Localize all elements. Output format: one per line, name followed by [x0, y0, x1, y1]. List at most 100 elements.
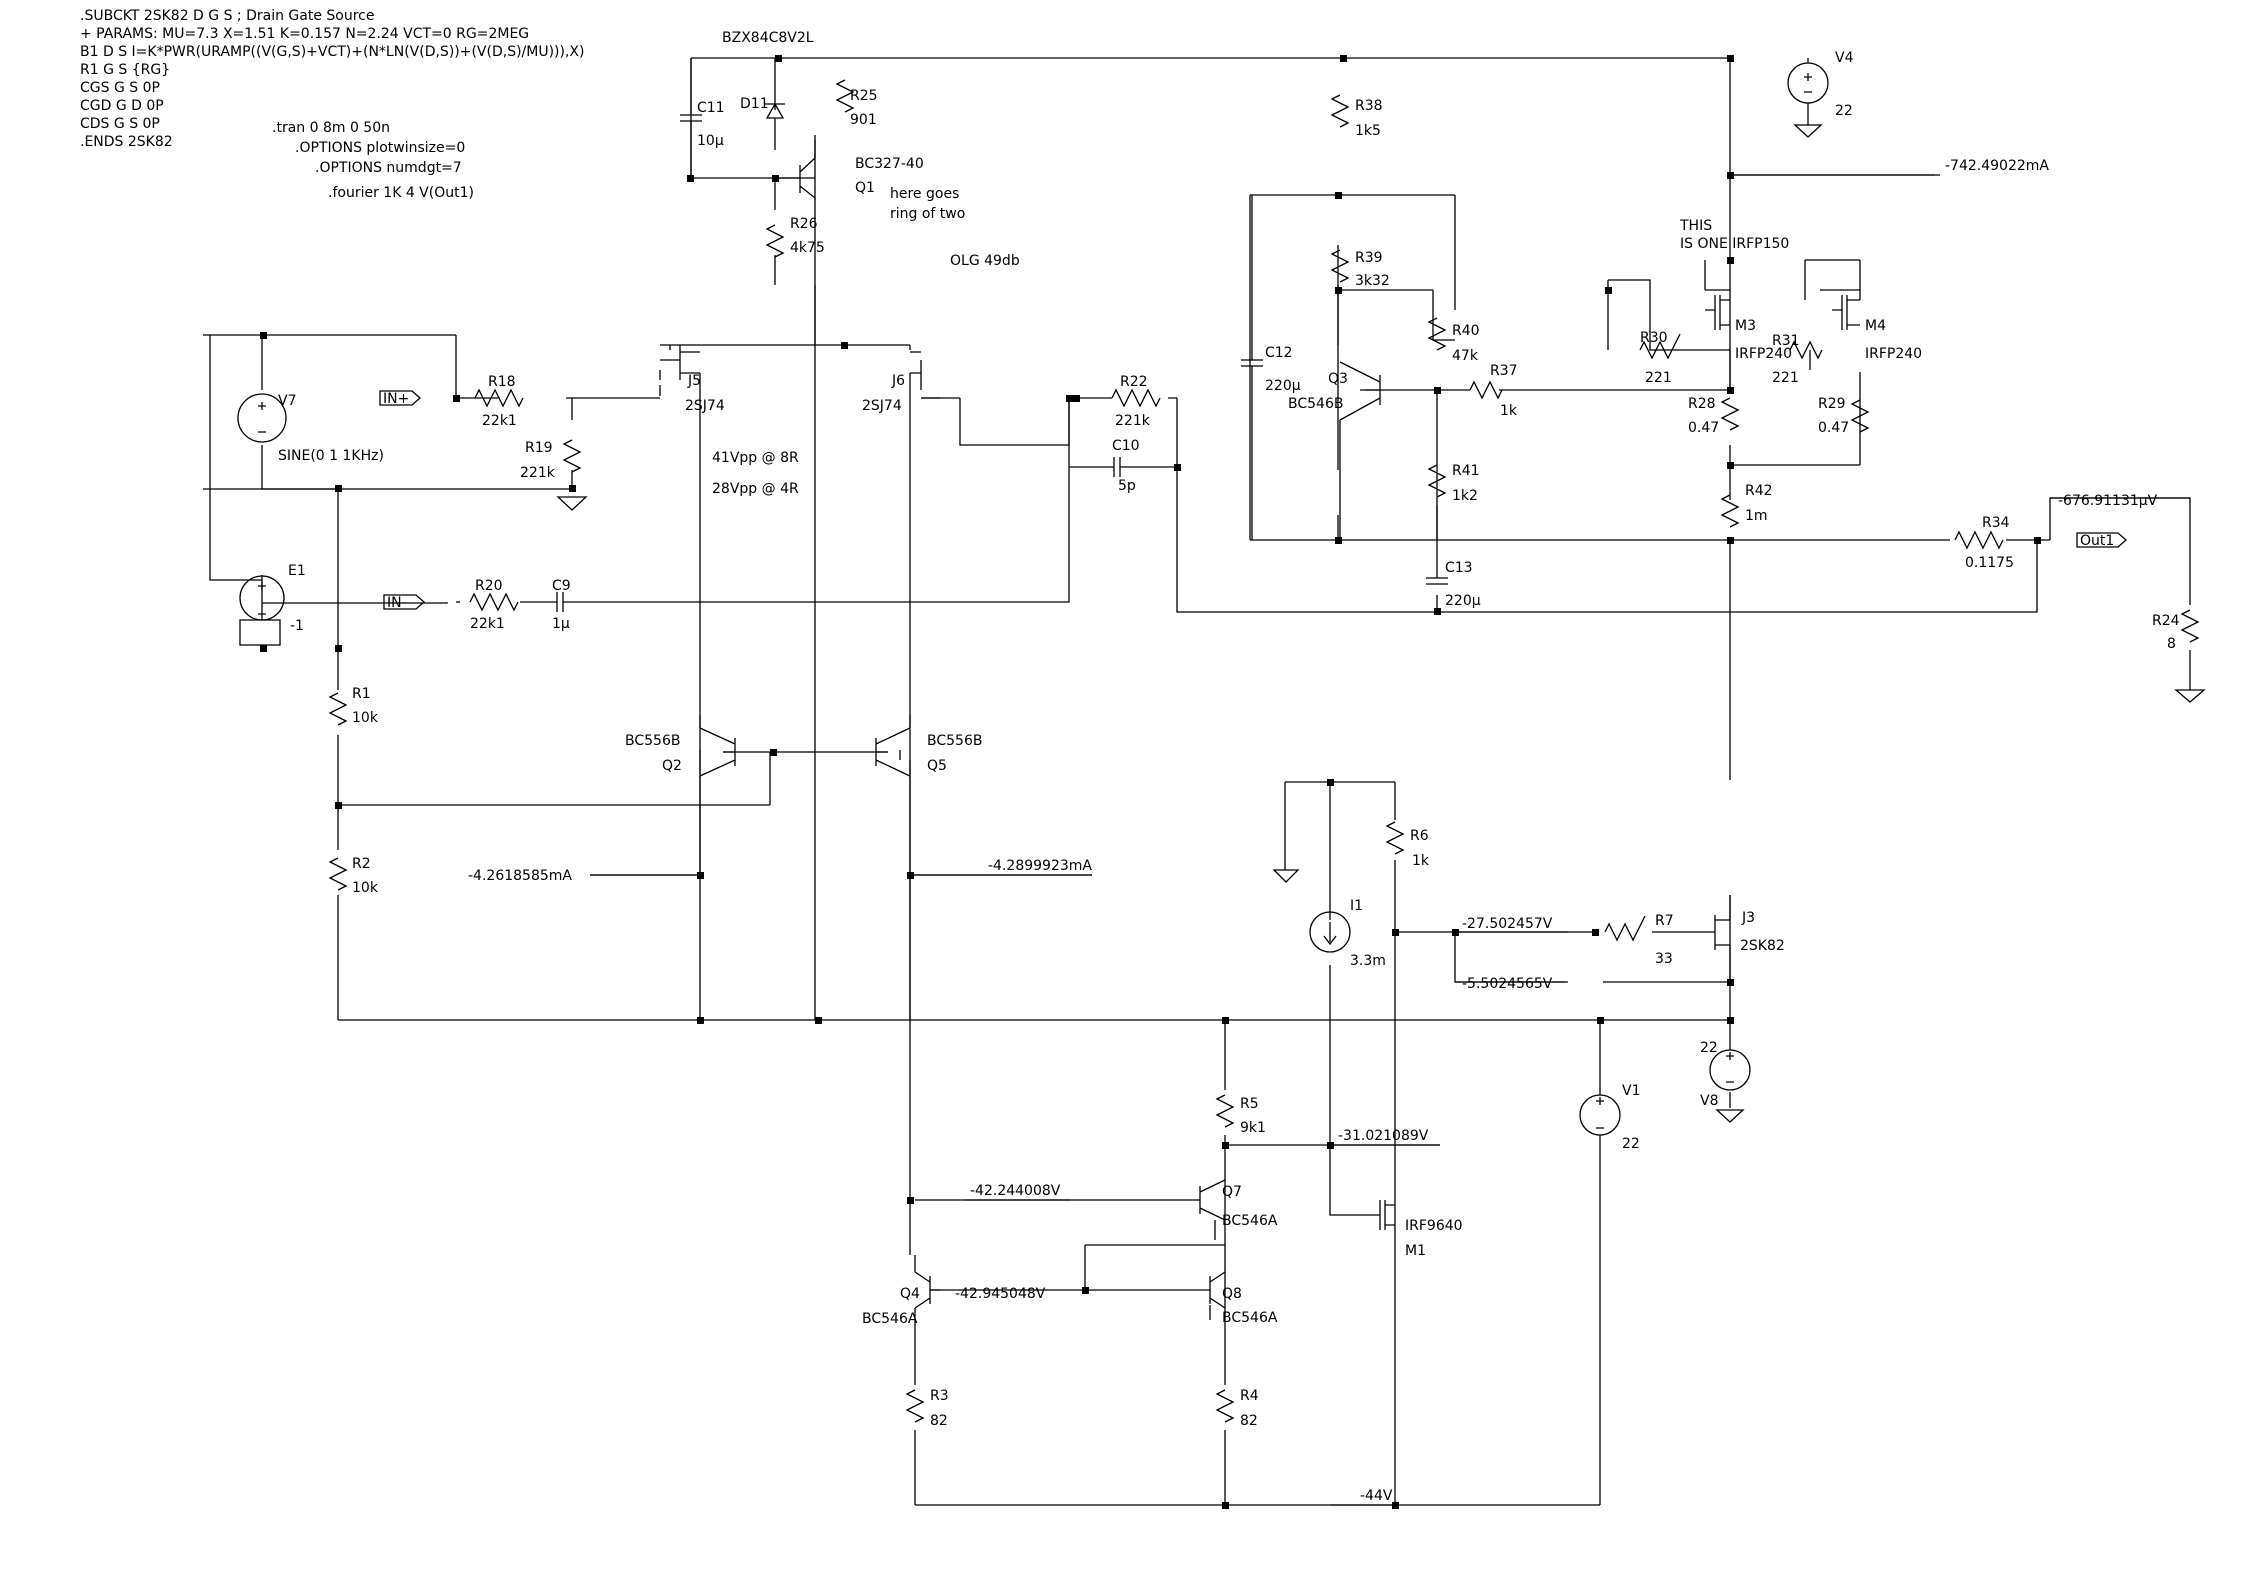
port-label: IN- [387, 595, 407, 611]
label: 2SK82 [1740, 938, 1785, 954]
m1-symbol [1370, 1200, 1395, 1230]
label: 1k5 [1355, 123, 1381, 139]
note: IS ONE IRFP150 [1680, 236, 1789, 252]
note: 28Vpp @ 4R [712, 481, 799, 497]
r42-symbol [1720, 494, 1740, 528]
c10-symbol [1105, 457, 1128, 477]
label: R39 [1355, 250, 1383, 266]
label: J6 [891, 373, 905, 389]
label: Q4 [900, 1286, 920, 1302]
j5-symbol [660, 345, 701, 480]
label: C10 [1112, 438, 1140, 454]
label: 3.3m [1350, 953, 1386, 969]
label: R3 [930, 1388, 949, 1404]
port-out1-shape[interactable] [2076, 532, 2127, 548]
label: 9k1 [1240, 1120, 1266, 1136]
label: V4 [1835, 50, 1854, 66]
label: V7 [278, 393, 296, 409]
label: BC546B [1288, 396, 1343, 412]
r7-symbol [1604, 915, 1646, 942]
r2-symbol [328, 857, 348, 891]
label: Q8 [1222, 1286, 1242, 1302]
c12-symbol [1241, 245, 1263, 540]
label: 10k [352, 880, 379, 896]
r37-symbol [1469, 380, 1503, 400]
probe-label: -42.244008V [970, 1183, 1061, 1199]
label: IRFP240 [1735, 346, 1792, 362]
probe-label: -27.502457V [1462, 916, 1553, 932]
c11-symbol [680, 58, 702, 178]
label: R34 [1982, 515, 2010, 531]
label: M1 [1405, 1243, 1426, 1259]
label: R20 [475, 578, 503, 594]
label: BC546A [1222, 1310, 1278, 1326]
spice-line: CDS G S 0P [80, 116, 160, 132]
port-label: IN+ [383, 391, 409, 407]
label: 0.47 [1688, 420, 1719, 436]
m4-symbol [1832, 295, 1860, 330]
directive: .OPTIONS numdgt=7 [315, 160, 462, 176]
label: R40 [1452, 323, 1480, 339]
label: BZX84C8V2L [722, 30, 814, 46]
v4-symbol [1787, 58, 1829, 138]
label: 221 [1645, 370, 1672, 386]
r4-symbol [1215, 1389, 1235, 1423]
label: 1k [1412, 853, 1430, 869]
q4-symbol [914, 1255, 940, 1325]
q2-symbol [699, 715, 736, 777]
label: Q7 [1222, 1184, 1242, 1200]
label: 33 [1655, 951, 1673, 967]
label: R31 [1772, 333, 1800, 349]
label: 0.47 [1818, 420, 1849, 436]
port-in-plus-shape[interactable] [379, 390, 421, 406]
notes: here goes ring of two OLG 49db 41Vpp @ 8… [712, 186, 1789, 497]
label: 220µ [1445, 593, 1481, 609]
label: 22k1 [470, 616, 505, 632]
label: Q5 [927, 758, 947, 774]
label: R41 [1452, 463, 1480, 479]
label: R1 [352, 686, 371, 702]
spice-line: .SUBCKT 2SK82 D G S ; Drain Gate Source [80, 8, 374, 24]
label: Q2 [662, 758, 682, 774]
directive: .tran 0 8m 0 50n [272, 120, 390, 136]
label: 1k2 [1452, 488, 1478, 504]
q5-symbol [875, 715, 911, 777]
r34-symbol [1954, 530, 2004, 550]
label: R22 [1120, 374, 1148, 390]
r26-symbol [765, 224, 785, 258]
spice-line: .ENDS 2SK82 [80, 134, 173, 150]
port-label: Out1 [2080, 533, 2114, 549]
junctions [260, 55, 2041, 1509]
label: 8 [2167, 636, 2176, 652]
r22-symbol [1111, 388, 1161, 408]
label: J3 [1741, 910, 1755, 926]
probe-label: -5.5024565V [1462, 976, 1553, 992]
label: R5 [1240, 1096, 1259, 1112]
r5-symbol [1215, 1094, 1235, 1128]
q8-symbol [1200, 1271, 1226, 1309]
label: R28 [1688, 396, 1716, 412]
label: BC327-40 [855, 156, 924, 172]
r25-symbol [835, 79, 855, 113]
label: 82 [1240, 1413, 1258, 1429]
probe-values: -742.49022mA -676.91131µV -4.2618585mA -… [468, 158, 2158, 1504]
spice-line: R1 G S {RG} [80, 62, 170, 78]
label: R6 [1410, 828, 1429, 844]
label: J5 [687, 373, 701, 389]
label: 1µ [552, 616, 570, 632]
label: 10µ [697, 133, 724, 149]
ground-icon [2174, 689, 2206, 703]
spice-line: CGS G S 0P [80, 80, 160, 96]
label: IRFP240 [1865, 346, 1922, 362]
probe-label: -4.2899923mA [988, 858, 1092, 874]
m3-symbol [1705, 295, 1730, 330]
label: C11 [697, 100, 725, 116]
probe-label: -4.2618585mA [468, 868, 572, 884]
port-in-minus-shape[interactable] [383, 594, 425, 610]
label: 22 [1622, 1136, 1640, 1152]
i1-symbol [1309, 911, 1351, 953]
label: C9 [552, 578, 571, 594]
label: 3k32 [1355, 273, 1390, 289]
e1-symbol [239, 575, 285, 621]
